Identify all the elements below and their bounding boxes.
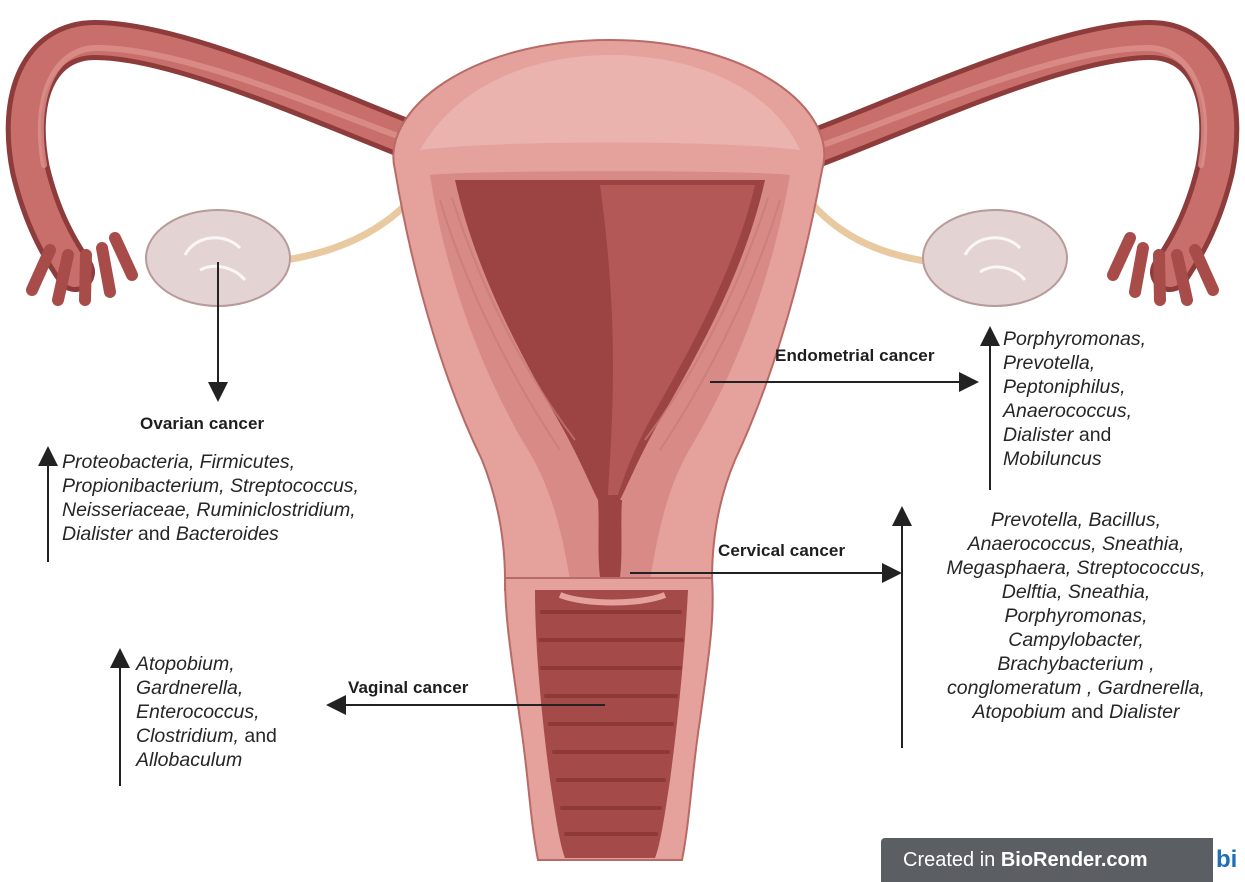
bacteria-name: Mobiluncus	[1003, 448, 1102, 470]
vaginal-bacteria-line: Atopobium,	[136, 652, 277, 676]
bacteria-name: Gardnerella,	[136, 677, 243, 699]
bacteria-name: Dialister	[1109, 701, 1179, 723]
bacteria-name: Anaerococcus, Sneathia,	[968, 533, 1185, 555]
connector-text: and	[132, 523, 175, 545]
endometrial-bacteria-line: Porphyromonas,	[1003, 327, 1146, 351]
bacteria-name: Neisseriaceae, Ruminiclostridium,	[62, 499, 356, 521]
ovarian-bacteria-line: Propionibacterium, Streptococcus,	[62, 474, 359, 498]
ovarian-bacteria-list: Proteobacteria, Firmicutes,Propionibacte…	[62, 450, 359, 546]
cervical-bacteria-line: Atopobium and Dialister	[912, 700, 1240, 724]
cervical-bacteria-line: Porphyromonas,	[912, 604, 1240, 628]
ovarian-ligament-right	[805, 195, 932, 262]
bacteria-name: Delftia, Sneathia,	[1002, 581, 1151, 603]
bacteria-name: Bacteroides	[176, 523, 279, 545]
bacteria-name: Enterococcus,	[136, 701, 260, 723]
bacteria-name: Atopobium	[972, 701, 1065, 723]
ovarian-bacteria-line: Neisseriaceae, Ruminiclostridium,	[62, 498, 359, 522]
cervical-bacteria-line: Delftia, Sneathia,	[912, 580, 1240, 604]
biorender-watermark: Created in BioRender.com bi	[881, 838, 1245, 882]
cervical-bacteria-line: Megasphaera, Streptococcus,	[912, 556, 1240, 580]
bacteria-name: Megasphaera, Streptococcus,	[946, 557, 1205, 579]
bacteria-name: Prevotella,	[1003, 352, 1095, 374]
ovarian-bacteria-line: Dialister and Bacteroides	[62, 522, 359, 546]
uterus-body	[393, 40, 824, 590]
bacteria-name: Porphyromonas,	[1003, 328, 1146, 350]
vaginal-cancer-label: Vaginal cancer	[348, 678, 468, 698]
bacteria-name: Anaerococcus,	[1003, 400, 1132, 422]
bacteria-name: Campylobacter,	[1008, 629, 1143, 651]
ovarian-ligament-left	[272, 195, 415, 262]
vaginal-bacteria-line: Enterococcus,	[136, 700, 277, 724]
endometrial-cancer-label: Endometrial cancer	[775, 346, 935, 366]
bacteria-name: Dialister	[1003, 424, 1073, 446]
vaginal-bacteria-line: Clostridium, and	[136, 724, 277, 748]
vagina	[505, 578, 713, 860]
ovarian-bacteria-line: Proteobacteria, Firmicutes,	[62, 450, 359, 474]
bacteria-name: Dialister	[62, 523, 132, 545]
cervical-bacteria-line: conglomeratum , Gardnerella,	[912, 676, 1240, 700]
bacteria-name: Allobaculum	[136, 749, 242, 771]
bacteria-name: Prevotella, Bacillus,	[991, 509, 1161, 531]
bacteria-name: Peptoniphilus,	[1003, 376, 1126, 398]
cervical-bacteria-line: Campylobacter,	[912, 628, 1240, 652]
watermark-brand: BioRender.com	[1001, 849, 1148, 871]
endometrial-bacteria-line: Prevotella,	[1003, 351, 1146, 375]
connector-text: and	[239, 725, 277, 747]
bacteria-name: Proteobacteria, Firmicutes,	[62, 451, 295, 473]
ovary-right	[923, 210, 1067, 306]
connector-text: and	[1073, 424, 1111, 446]
endometrial-bacteria-line: Peptoniphilus,	[1003, 375, 1146, 399]
vaginal-bacteria-line: Gardnerella,	[136, 676, 277, 700]
endometrial-bacteria-line: Mobiluncus	[1003, 447, 1146, 471]
endometrial-bacteria-list: Porphyromonas,Prevotella,Peptoniphilus,A…	[1003, 327, 1146, 471]
vaginal-bacteria-list: Atopobium,Gardnerella,Enterococcus,Clost…	[136, 652, 277, 772]
bacteria-name: Porphyromonas,	[1004, 605, 1147, 627]
endometrial-bacteria-line: Anaerococcus,	[1003, 399, 1146, 423]
cervical-bacteria-list: Prevotella, Bacillus,Anaerococcus, Sneat…	[912, 508, 1240, 724]
ovarian-cancer-label: Ovarian cancer	[140, 414, 264, 434]
connector-text: and	[1066, 701, 1109, 723]
bacteria-name: Propionibacterium, Streptococcus,	[62, 475, 359, 497]
endometrial-bacteria-line: Dialister and	[1003, 423, 1146, 447]
cervical-bacteria-line: Prevotella, Bacillus,	[912, 508, 1240, 532]
bacteria-name: Clostridium,	[136, 725, 239, 747]
cervical-bacteria-line: Anaerococcus, Sneathia,	[912, 532, 1240, 556]
bacteria-name: Brachybacterium ,	[997, 653, 1154, 675]
cervical-bacteria-line: Brachybacterium ,	[912, 652, 1240, 676]
cervical-cancer-label: Cervical cancer	[718, 541, 845, 561]
watermark-prefix: Created in	[903, 849, 1001, 871]
vaginal-bacteria-line: Allobaculum	[136, 748, 277, 772]
bacteria-name: conglomeratum , Gardnerella,	[947, 677, 1205, 699]
biorender-logo-icon: bi	[1211, 838, 1245, 882]
bacteria-name: Atopobium,	[136, 653, 235, 675]
